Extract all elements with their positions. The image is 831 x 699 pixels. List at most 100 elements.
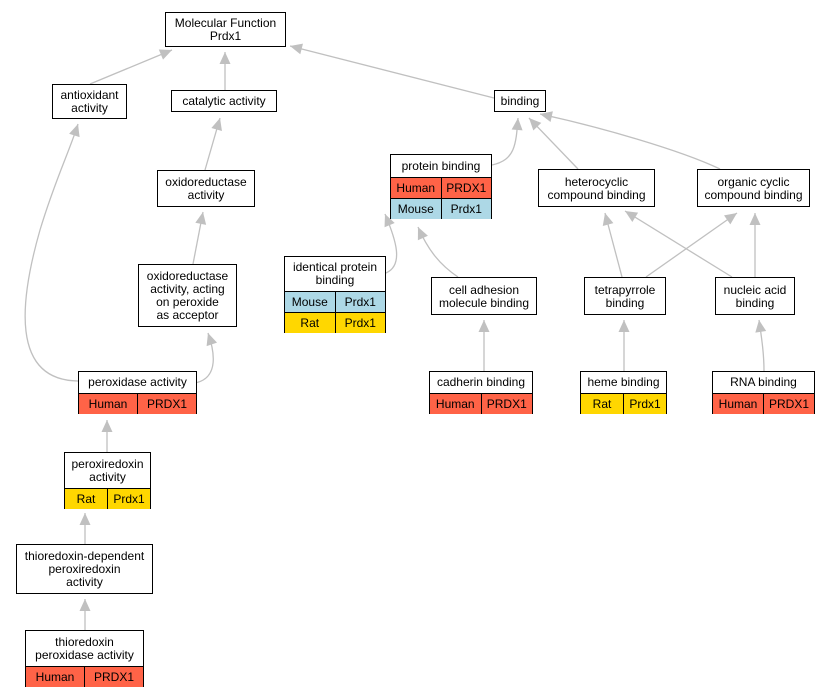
node-label: heme binding: [587, 375, 660, 389]
arrowhead-icon: [211, 118, 222, 132]
arrowhead-icon: [755, 320, 767, 333]
arrowhead-icon: [79, 513, 91, 525]
arrowhead-icon: [749, 213, 761, 225]
node-label: RNA binding: [730, 375, 797, 389]
edge-antioxidant-to-root: [89, 49, 173, 85]
gene-cell: PRDX1: [480, 394, 532, 414]
arrowhead-icon: [69, 124, 80, 138]
edge-tetrapyrrole-to-organic-cyclic: [645, 212, 738, 278]
node-label: peroxidase activity: [88, 375, 187, 389]
arrowhead-icon: [511, 118, 523, 131]
edge-binding-to-root: [289, 45, 495, 99]
arrowhead-icon: [79, 599, 91, 611]
arrowhead-icon: [219, 52, 231, 64]
arrowhead-icon: [290, 43, 303, 55]
node-catalytic[interactable]: catalytic activity: [171, 90, 277, 112]
arrowhead-icon: [101, 420, 113, 432]
gene-cell: Prdx1: [334, 292, 385, 312]
arrowhead-icon: [206, 333, 218, 347]
node-label: catalytic activity: [182, 94, 266, 108]
gene-cell: Prdx1: [334, 313, 385, 333]
gene-cell: Prdx1: [440, 199, 491, 219]
edge-protein-binding-to-binding: [491, 117, 519, 166]
edge-organic-cyclic-to-binding: [539, 113, 721, 170]
gene-cell: PRDX1: [137, 394, 196, 414]
species-cell: Rat: [65, 489, 107, 509]
edge-peroxidase-to-antioxidant: [24, 123, 79, 382]
arrowhead-icon: [158, 49, 172, 60]
species-cell: Rat: [285, 313, 335, 333]
species-cell: Human: [26, 667, 84, 687]
gene-cell: PRDX1: [84, 667, 143, 687]
species-cell: Rat: [581, 394, 623, 414]
arrowhead-icon: [529, 118, 542, 131]
arrowhead-icon: [417, 227, 428, 241]
gene-cell: PRDX1: [763, 394, 814, 414]
gene-cell: Prdx1: [107, 489, 150, 509]
node-label: cadherin binding: [436, 375, 526, 389]
arrowhead-icon: [602, 213, 614, 227]
gene-cell: PRDX1: [440, 178, 491, 198]
arrowhead-icon: [384, 214, 395, 228]
node-binding[interactable]: binding: [494, 90, 546, 112]
arrowhead-icon: [625, 211, 639, 222]
edge-nucleic-acid-to-heterocyclic: [624, 210, 733, 278]
species-cell: Human: [430, 394, 481, 414]
arrowhead-icon: [618, 320, 630, 332]
species-cell: Mouse: [391, 199, 441, 219]
arrowhead-icon: [540, 111, 553, 122]
node-label: protein binding: [401, 158, 481, 173]
arrowhead-icon: [195, 212, 207, 225]
arrowhead-icon: [478, 320, 490, 332]
species-cell: Human: [713, 394, 763, 414]
node-label: binding: [500, 94, 540, 108]
species-cell: Human: [79, 394, 137, 414]
species-cell: Mouse: [285, 292, 335, 312]
species-cell: Human: [391, 178, 441, 198]
arrowhead-icon: [724, 213, 737, 225]
gene-cell: Prdx1: [623, 394, 666, 414]
